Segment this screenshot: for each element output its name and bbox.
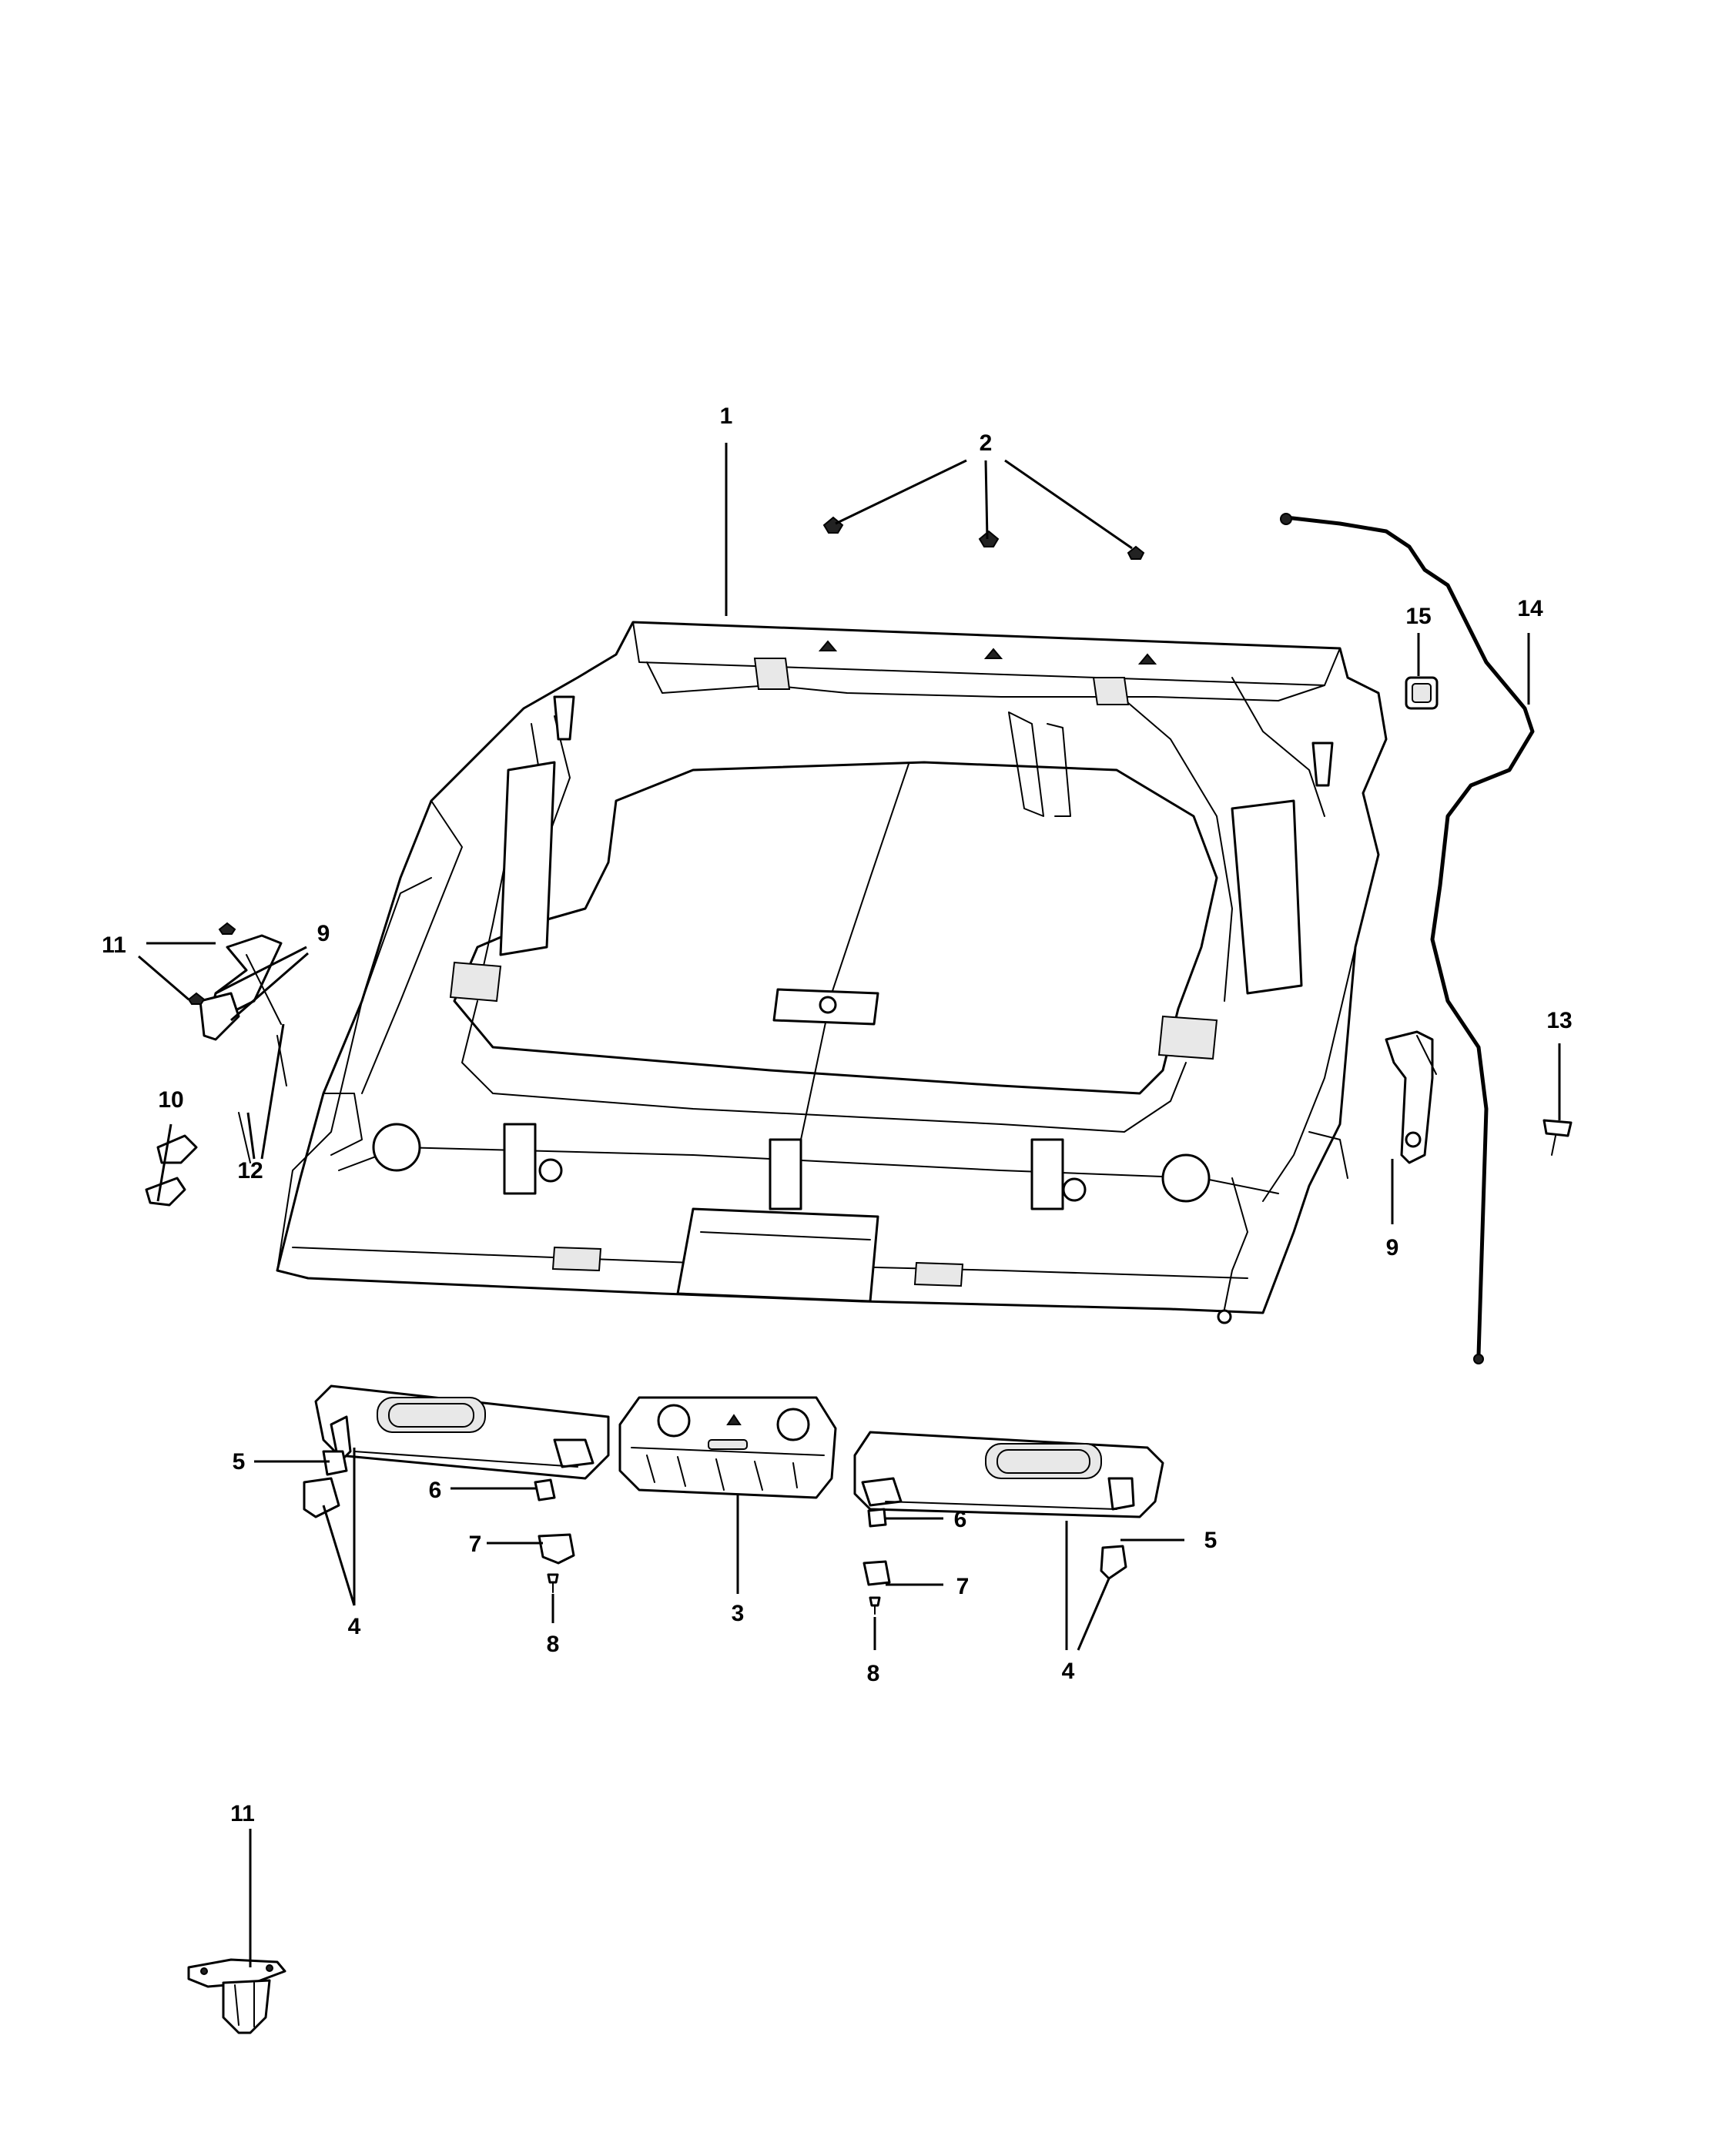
retainer-bosses — [372, 658, 1334, 1287]
callout-5-left: 5 — [233, 1449, 246, 1475]
callout-5-right: 5 — [1204, 1528, 1218, 1553]
callout-labels: 1 2 15 14 13 9 11 9 10 12 11 5 4 6 7 8 3… — [102, 403, 1573, 1826]
visor-clip-left — [303, 1450, 348, 1518]
callout-4-right: 4 — [1062, 1659, 1075, 1684]
visor-bracket-right — [862, 1560, 891, 1586]
sun-visor-right — [853, 1431, 1164, 1518]
callout-6-right: 6 — [954, 1507, 967, 1532]
callout-15: 15 — [1405, 604, 1431, 629]
overhead-console — [618, 1396, 837, 1499]
callout-1: 1 — [720, 403, 733, 429]
visor-clip-right — [1100, 1545, 1127, 1580]
bezel-part — [1405, 676, 1439, 710]
callout-9-left: 9 — [317, 921, 330, 946]
wire-harness — [1284, 515, 1535, 1358]
callout-13: 13 — [1546, 1008, 1572, 1033]
screw-right — [869, 1596, 881, 1615]
visor-hook-right — [867, 1508, 887, 1528]
overhead-console-mount — [676, 1207, 879, 1303]
visor-hook-left — [534, 1478, 556, 1502]
retainer-clips — [822, 516, 1145, 560]
grab-handle-right — [1385, 1030, 1437, 1164]
callout-7-right: 7 — [956, 1574, 970, 1599]
callout-14: 14 — [1517, 596, 1543, 621]
callout-11-top: 11 — [102, 932, 126, 958]
callout-7-left: 7 — [469, 1532, 482, 1557]
callout-9-right: 9 — [1386, 1235, 1399, 1260]
harness-connector — [1280, 513, 1292, 525]
pins-12 — [238, 1035, 287, 1163]
callout-6-left: 6 — [429, 1478, 442, 1503]
grab-handle-left — [187, 922, 283, 1041]
callout-10: 10 — [158, 1087, 183, 1113]
callout-8-left: 8 — [547, 1632, 560, 1657]
callout-2: 2 — [980, 430, 993, 456]
visor-bracket-left — [538, 1533, 575, 1565]
headliner-assembly — [276, 621, 1388, 1324]
callout-8-right: 8 — [867, 1661, 880, 1686]
clip-part — [1542, 1119, 1573, 1156]
grab-handle-bezels — [145, 1134, 198, 1207]
push-pin-detail — [187, 1958, 286, 2034]
leader-lines — [138, 443, 1561, 1967]
callout-12: 12 — [237, 1158, 263, 1183]
callout-3: 3 — [732, 1601, 745, 1626]
sun-visor-left — [314, 1384, 610, 1480]
callout-11-bottom: 11 — [230, 1801, 255, 1826]
screw-left — [547, 1573, 559, 1593]
callout-4-left: 4 — [348, 1614, 361, 1639]
